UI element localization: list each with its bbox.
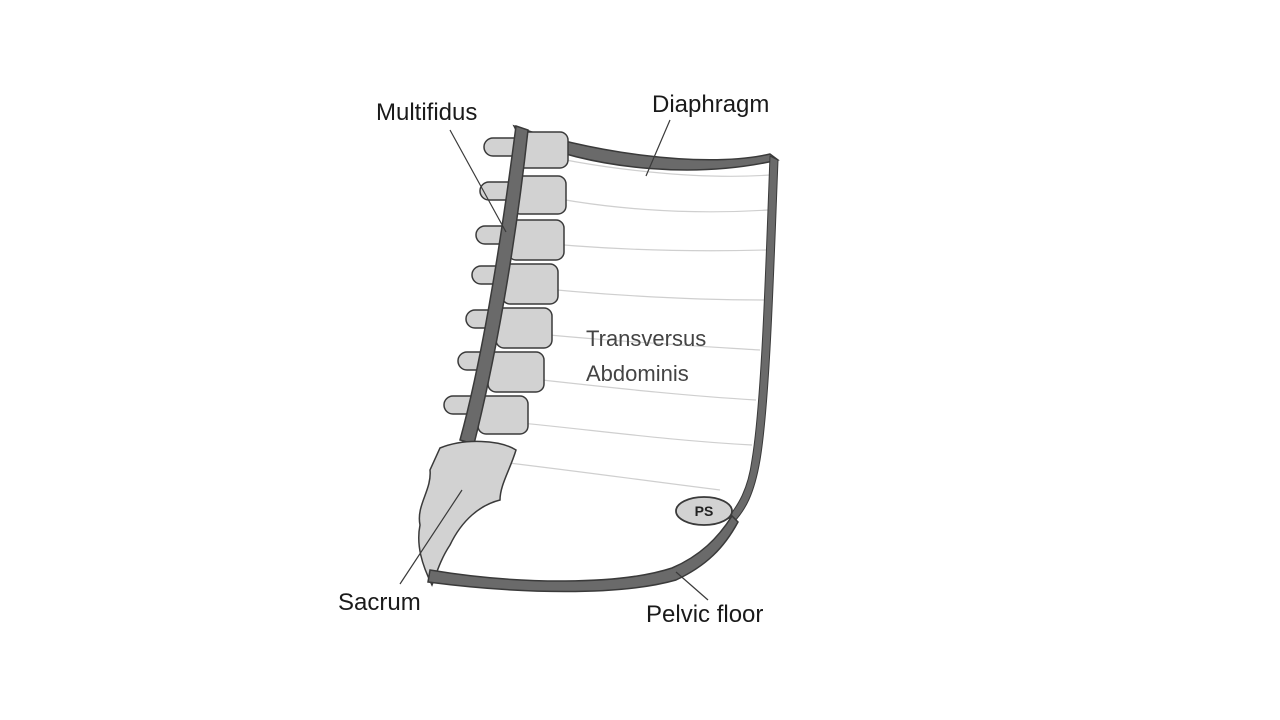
sacrum-leader — [399, 489, 463, 585]
diaphragm-leader — [645, 119, 671, 177]
vertebral-body — [501, 263, 559, 305]
sacrum-bone — [418, 440, 517, 587]
label-multifidus: Multifidus — [376, 99, 477, 126]
leader-lines — [399, 119, 709, 601]
label-transversus-line2: Abdominis — [586, 361, 689, 386]
vertebral-bodies — [477, 131, 569, 435]
label-sacrum: Sacrum — [338, 589, 421, 616]
vertebral-body — [495, 307, 553, 349]
label-diaphragm: Diaphragm — [652, 91, 769, 118]
vertebral-body — [487, 351, 545, 393]
multifidus-leader — [449, 129, 507, 233]
pelvic-floor-leader — [675, 571, 709, 601]
label-transversus-line1: Transversus — [586, 326, 706, 351]
label-ps: PS — [695, 503, 714, 519]
label-pelvic-floor: Pelvic floor — [646, 601, 763, 628]
pelvic-floor-band — [427, 514, 739, 593]
pubic-symphysis-oval — [675, 496, 733, 526]
vertebral-body — [477, 395, 529, 435]
